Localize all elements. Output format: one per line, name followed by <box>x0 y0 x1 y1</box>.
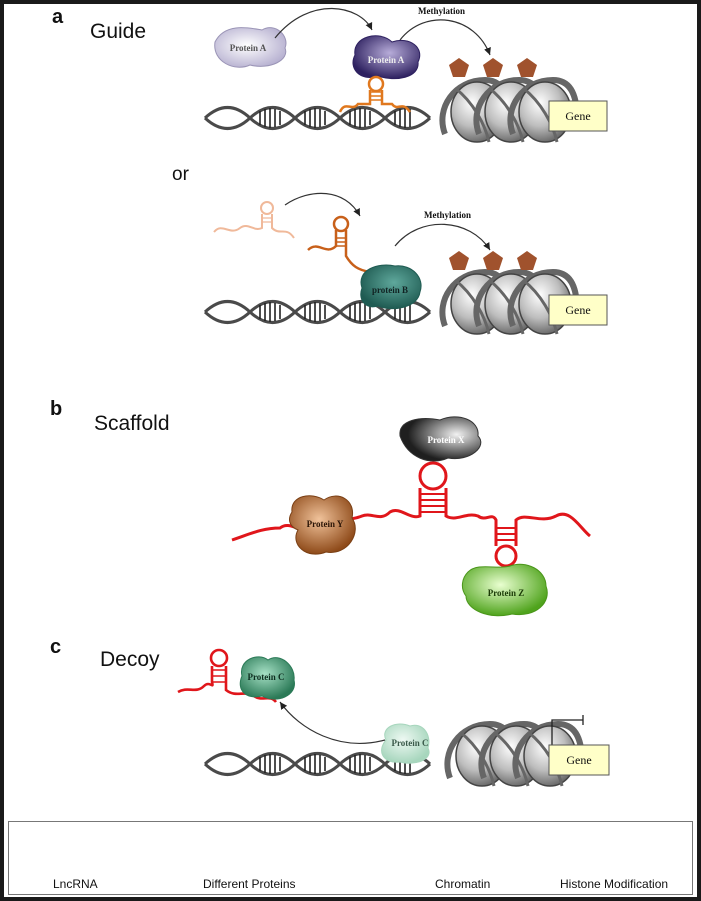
panel-b-letter: b <box>50 398 63 420</box>
protein-b <box>360 264 422 310</box>
lncrna-free-faded <box>213 201 295 239</box>
transcription-start-icon <box>551 715 584 746</box>
methylation-label: Methylation <box>418 6 465 16</box>
gene-label: Gene <box>565 303 590 317</box>
histone-mark-icon <box>449 251 469 270</box>
protein-z <box>461 563 548 617</box>
gene-box <box>548 100 608 132</box>
panel-a-letter: a <box>52 6 64 28</box>
panel-b-title: Scaffold <box>94 412 170 435</box>
protein-a-free-label: Protein A <box>230 43 267 53</box>
protein-c-free-label: Protein C <box>391 738 428 748</box>
lncrna-hairpin <box>338 75 412 113</box>
histone-mark-icon <box>449 58 469 77</box>
methylation-label: Methylation <box>424 210 471 220</box>
methylation-arrow <box>394 223 491 251</box>
histone-mark-icon <box>483 58 503 77</box>
protein-c-free <box>381 723 430 764</box>
move-arrow <box>274 7 373 39</box>
gene-label: Gene <box>566 753 591 767</box>
legend-lncrna-label: LncRNA <box>53 877 98 891</box>
protein-y-label: Protein Y <box>307 519 344 529</box>
protein-y <box>289 495 356 555</box>
panel-c-letter: c <box>50 636 62 658</box>
histone-mark-icon <box>517 251 537 270</box>
protein-x-label: Protein X <box>427 435 465 445</box>
move-arrow <box>284 192 361 217</box>
panel-c-title: Decoy <box>100 648 160 671</box>
protein-c-bound-label: Protein C <box>247 672 284 682</box>
legend-chromatin-label: Chromatin <box>435 877 491 891</box>
or-label: or <box>172 164 189 185</box>
dna-helix <box>203 106 432 130</box>
gene-box <box>548 744 610 776</box>
panel-a-title: Guide <box>90 20 147 43</box>
guide-scheme-top: Gene Protein A Protein A Methylation <box>203 6 608 142</box>
protein-b-label: protein B <box>372 285 408 295</box>
gene-label: Gene <box>565 109 590 123</box>
protein-z-label: Protein Z <box>488 588 525 598</box>
methylation-arrow <box>399 19 491 56</box>
protein-a-bound-label: Protein A <box>368 55 405 65</box>
lncrna-bound <box>307 215 371 274</box>
histone-mark-icon <box>483 251 503 270</box>
sequestration-arrow <box>279 701 386 744</box>
scaffold-scheme: Protein X Protein Y Protein Z <box>231 416 591 617</box>
lncrna-scaffold <box>231 461 591 568</box>
legend-histone-label: Histone Modification <box>560 877 669 891</box>
guide-scheme-bottom: Gene protein B Methylation <box>203 192 608 334</box>
protein-x <box>399 416 482 462</box>
gene-box <box>548 294 608 326</box>
histone-mark-icon <box>517 58 537 77</box>
protein-a-bound <box>352 35 421 80</box>
legend-proteins-label: Different Proteins <box>203 877 296 891</box>
protein-c-bound <box>239 656 295 700</box>
legend: LncRNA Different Proteins Chromatin Hist… <box>8 821 693 895</box>
protein-a-free <box>214 27 287 68</box>
decoy-scheme: Gene Protein C Protein C <box>177 648 610 786</box>
